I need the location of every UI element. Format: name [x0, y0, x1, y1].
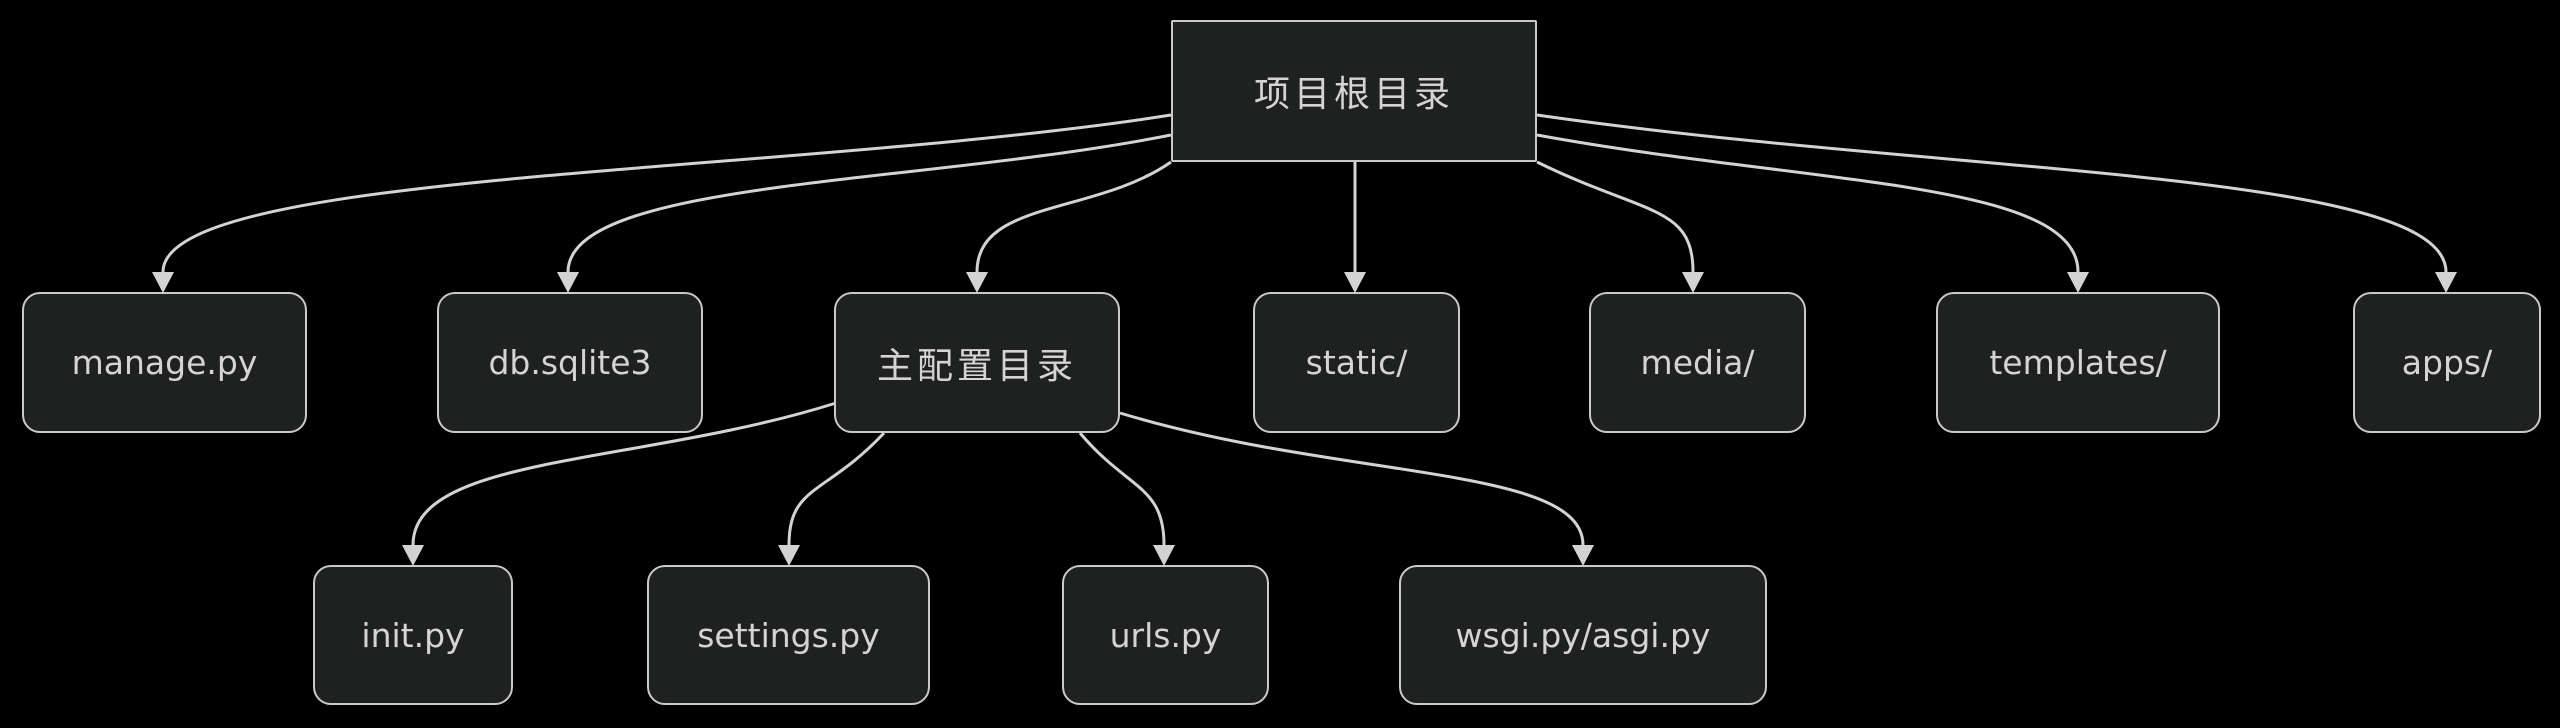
node-media-dir-label: media/: [1640, 343, 1755, 382]
node-db-sqlite3: db.sqlite3: [437, 292, 703, 433]
edge-root-main-config-dir: [975, 160, 1172, 273]
arrowhead-db-sqlite3: [557, 272, 579, 293]
arrowhead-wsgi-asgi-py: [1572, 545, 1594, 566]
node-manage-py: manage.py: [22, 292, 307, 433]
node-urls-py-label: urls.py: [1109, 615, 1222, 655]
node-main-config-dir-label: 主配置目录: [876, 345, 1077, 387]
arrowhead-media-dir: [1682, 272, 1704, 293]
node-templates-dir: templates/: [1936, 292, 2220, 433]
arrowhead-main-config-dir: [966, 272, 988, 293]
node-templates-dir-label: templates/: [1989, 343, 2167, 382]
edge-config-urls-py: [1078, 432, 1166, 546]
edge-root-db-sqlite3: [566, 133, 1172, 273]
node-apps-dir-label: apps/: [2401, 343, 2493, 382]
node-settings-py: settings.py: [647, 565, 930, 705]
edge-root-media-dir: [1536, 160, 1695, 273]
node-main-config-dir: 主配置目录: [834, 292, 1120, 433]
edge-config-settings-py: [787, 431, 886, 546]
edge-root-apps-dir: [1536, 113, 2448, 273]
node-wsgi-asgi-py: wsgi.py/asgi.py: [1399, 565, 1767, 705]
arrowhead-init-py: [402, 545, 424, 566]
node-static-dir: static/: [1253, 292, 1460, 433]
node-db-sqlite3-label: db.sqlite3: [488, 343, 652, 382]
node-static-dir-label: static/: [1305, 343, 1408, 382]
edge-root-manage-py: [161, 113, 1172, 273]
node-init-py: init.py: [313, 565, 513, 705]
node-wsgi-asgi-py-label: wsgi.py/asgi.py: [1455, 615, 1711, 655]
node-init-py-label: init.py: [361, 615, 465, 655]
arrowhead-manage-py: [152, 272, 174, 293]
node-settings-py-label: settings.py: [697, 615, 880, 655]
node-media-dir: media/: [1589, 292, 1806, 433]
node-apps-dir: apps/: [2353, 292, 2541, 433]
arrowhead-static-dir: [1344, 272, 1366, 293]
arrowhead-urls-py: [1153, 545, 1175, 566]
node-manage-py-label: manage.py: [71, 343, 258, 382]
node-urls-py: urls.py: [1062, 565, 1269, 705]
arrowhead-apps-dir: [2435, 272, 2457, 293]
edge-root-templates-dir: [1536, 133, 2080, 273]
arrowhead-templates-dir: [2067, 272, 2089, 293]
node-project-root-label: 项目根目录: [1253, 74, 1454, 115]
node-project-root: 项目根目录: [1171, 20, 1537, 162]
arrowhead-settings-py: [778, 545, 800, 566]
